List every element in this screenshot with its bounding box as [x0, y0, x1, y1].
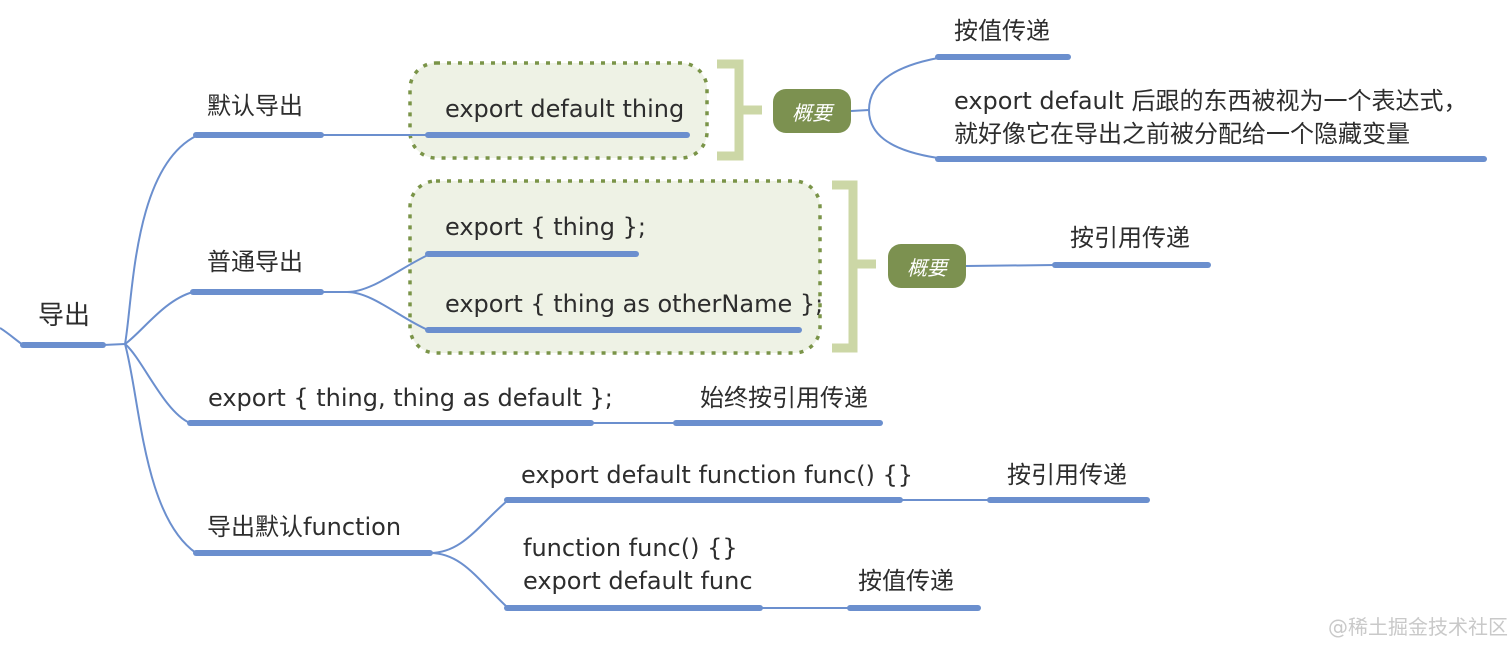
node-export-default-function[interactable]: 导出默认function [207, 513, 402, 541]
node-pass-by-value-top[interactable]: 按值传递 [954, 17, 1050, 45]
watermark: @稀土掘金技术社区 [1328, 615, 1508, 639]
code-export-thing-thing-as-default[interactable]: export { thing, thing as default }; [208, 384, 613, 412]
summary-badge-normal-export[interactable]: 概要 [888, 244, 966, 288]
root-entry-connector [0, 327, 24, 346]
branch-connectors [0, 57, 1056, 609]
connector-root-to-thing-as-default [124, 343, 191, 424]
code-export-thing-as-othername[interactable]: export { thing as otherName }; [445, 290, 824, 318]
node-pass-by-reference-bottom[interactable]: 按引用传递 [1007, 461, 1127, 489]
connector-root-to-default-export [124, 135, 197, 345]
node-normal-export[interactable]: 普通导出 [207, 248, 303, 276]
node-default-export[interactable]: 默认导出 [207, 92, 303, 120]
code-function-func-export-default[interactable]: function func() {} export default func [523, 534, 753, 595]
root-node-export[interactable]: 导出 [38, 301, 91, 331]
node-pass-by-reference-mid[interactable]: 按引用传递 [1070, 224, 1190, 252]
code-box-normal-export [408, 179, 822, 355]
summary-bracket-normal-export [832, 180, 876, 353]
summary-badge-default-export[interactable]: 概要 [773, 89, 851, 133]
connector-root-to-default-function [124, 343, 197, 554]
code-export-default-function-func[interactable]: export default function func() {} [521, 461, 914, 489]
node-always-pass-by-reference[interactable]: 始终按引用传递 [700, 384, 868, 412]
node-underlines [20, 54, 1487, 611]
summary-bracket-default-export [717, 59, 762, 161]
node-pass-by-value-bottom[interactable]: 按值传递 [858, 567, 954, 595]
code-export-default-thing[interactable]: export default thing [445, 95, 685, 123]
node-default-export-note[interactable]: export default 后跟的东西被视为一个表达式， 就好像它在导出之前被… [954, 87, 1468, 148]
code-export-thing[interactable]: export { thing }; [445, 213, 646, 241]
connector-root-to-normal-export [124, 291, 194, 345]
